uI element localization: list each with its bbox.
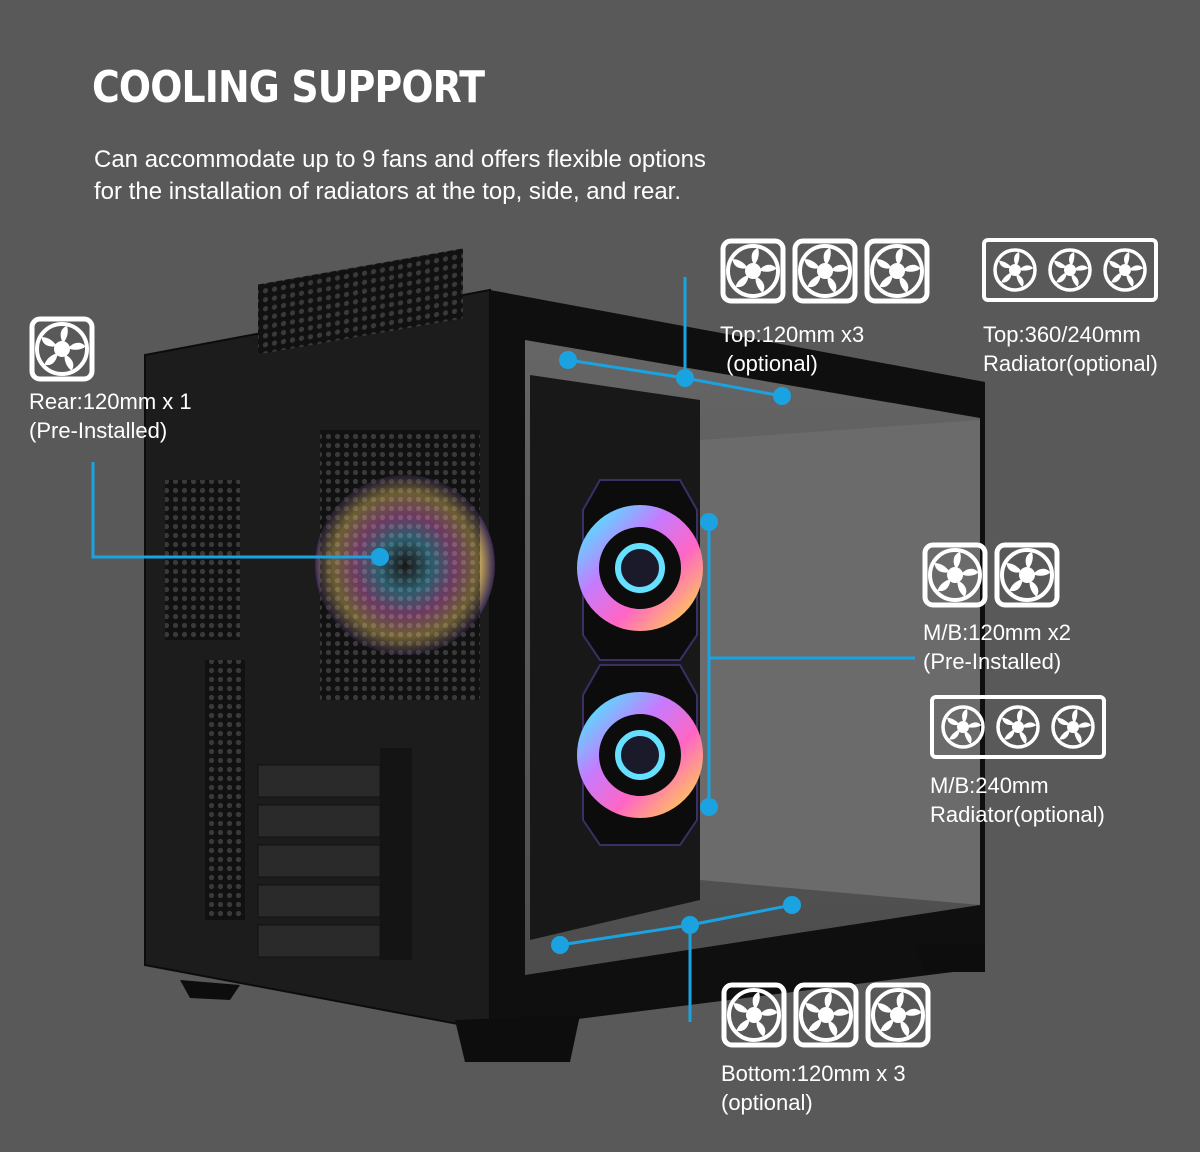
top-radiator-callout-label: Top:360/240mm Radiator(optional) <box>983 320 1158 378</box>
radiator-icon <box>982 238 1158 302</box>
rear-callout-line <box>91 462 380 559</box>
fan-icon <box>864 238 930 304</box>
mb-radiator-line1: M/B:240mm <box>930 773 1049 798</box>
mb-rgb-fan-top <box>577 505 703 631</box>
fan-icon <box>29 316 95 382</box>
rear-callout-label: Rear:120mm x 1 (Pre-Installed) <box>29 387 192 445</box>
top-fans-callout-label: Top:120mm x3 (optional) <box>720 320 864 378</box>
page-subtitle: Can accommodate up to 9 fans and offers … <box>94 144 814 208</box>
bottom-fan-icons <box>721 982 931 1048</box>
bottom-fans-line2: (optional) <box>721 1090 813 1115</box>
mb-fans-line2: (Pre-Installed) <box>923 649 1062 674</box>
fan-icon <box>994 542 1060 608</box>
rear-callout-line2: (Pre-Installed) <box>29 418 168 443</box>
mb-rgb-fan-bottom <box>577 692 703 818</box>
rear-callout-line1: Rear:120mm x 1 <box>29 389 192 414</box>
rear-fan-icons <box>29 316 95 382</box>
top-fans-line2: (optional) <box>720 351 818 376</box>
mb-radiator-line2: Radiator(optional) <box>930 802 1105 827</box>
bottom-fans-callout-label: Bottom:120mm x 3 (optional) <box>721 1059 906 1117</box>
fan-icon <box>865 982 931 1048</box>
top-fan-icons <box>720 238 930 304</box>
mb-radiator-callout-label: M/B:240mm Radiator(optional) <box>930 771 1105 829</box>
fan-icon <box>922 542 988 608</box>
bottom-fans-line1: Bottom:120mm x 3 <box>721 1061 906 1086</box>
top-radiator-line2: Radiator(optional) <box>983 351 1158 376</box>
fan-icon <box>720 238 786 304</box>
page-title: COOLING SUPPORT <box>92 62 485 113</box>
fan-icon <box>793 982 859 1048</box>
mb-fan-icons <box>922 542 1060 608</box>
radiator-icon <box>930 695 1106 759</box>
mb-fans-callout-label: M/B:120mm x2 (Pre-Installed) <box>923 618 1071 676</box>
subtitle-line-1: Can accommodate up to 9 fans and offers … <box>94 146 706 173</box>
subtitle-line-2: for the installation of radiators at the… <box>94 178 682 205</box>
top-fans-line1: Top:120mm x3 <box>720 322 865 347</box>
mb-fans-line1: M/B:120mm x2 <box>923 620 1071 645</box>
fan-icon <box>792 238 858 304</box>
top-radiator-line1: Top:360/240mm <box>983 322 1141 347</box>
fan-icon <box>721 982 787 1048</box>
